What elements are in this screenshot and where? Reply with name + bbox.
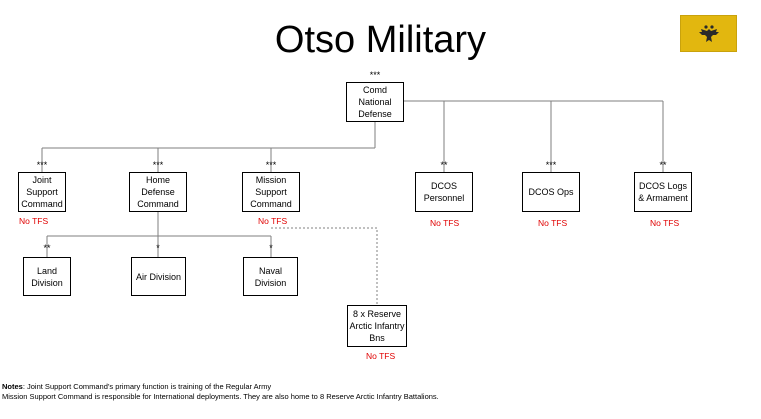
rank-comd: ***	[369, 70, 381, 80]
rank-land-division: **	[43, 243, 51, 253]
rank-home-defense: ***	[152, 160, 164, 170]
chart-title: Otso Military	[274, 19, 487, 61]
tfs-dcos-personnel: No TFS	[430, 218, 460, 228]
node-comd-national-defense: Comd National Defense	[346, 82, 404, 122]
notes-line-1: Notes: Joint Support Command’s primary f…	[2, 382, 439, 392]
double-headed-eagle-icon	[699, 25, 719, 42]
node-home-defense-command: Home Defense Command	[129, 172, 187, 212]
node-dcos-personnel: DCOS Personnel	[415, 172, 473, 212]
rank-dcos-personnel: **	[440, 160, 448, 170]
tfs-mission-support: No TFS	[258, 216, 288, 226]
notes-heading: Notes	[2, 382, 23, 391]
node-dcos-logs-armament: DCOS Logs & Armament	[634, 172, 692, 212]
tfs-dcos-ops: No TFS	[538, 218, 568, 228]
notes-line-2: Mission Support Command is responsible f…	[2, 392, 439, 401]
rank-joint-support: ***	[36, 160, 48, 170]
node-mission-support-command: Mission Support Command	[242, 172, 300, 212]
rank-naval-division: *	[269, 243, 273, 253]
rank-dcos-logs: **	[659, 160, 667, 170]
node-joint-support-command: Joint Support Command	[18, 172, 66, 212]
notes: Notes: Joint Support Command’s primary f…	[2, 382, 439, 402]
notes-line-1-text: : Joint Support Command’s primary functi…	[22, 382, 272, 391]
node-reserve-arctic-infantry-bns: 8 x Reserve Arctic Infantry Bns	[347, 305, 407, 347]
tfs-joint-support: No TFS	[19, 216, 49, 226]
rank-mission-support: ***	[265, 160, 277, 170]
tfs-reserve: No TFS	[366, 351, 396, 361]
node-dcos-ops: DCOS Ops	[522, 172, 580, 212]
tfs-dcos-logs: No TFS	[650, 218, 680, 228]
node-air-division: Air Division	[131, 257, 186, 296]
rank-dcos-ops: ***	[545, 160, 557, 170]
flag	[680, 15, 737, 52]
node-land-division: Land Division	[23, 257, 71, 296]
node-naval-division: Naval Division	[243, 257, 298, 296]
rank-air-division: *	[156, 243, 160, 253]
